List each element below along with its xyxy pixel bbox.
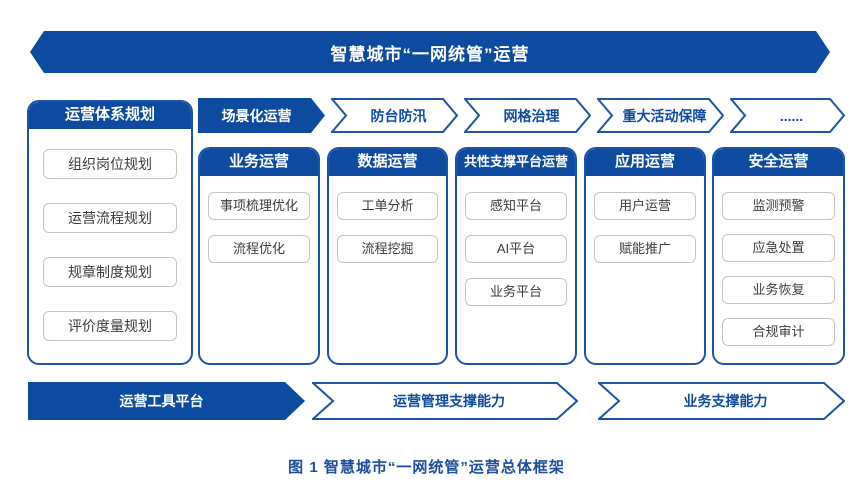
arrow-label: 业务支撑能力 — [683, 393, 768, 409]
common-platform-ops-panel: 共性支撑平台运营 感知平台 AI平台 业务平台 — [455, 147, 577, 365]
chevron-label: 重大活动保障 — [622, 107, 707, 124]
panel-body: 组织岗位规划 运营流程规划 规章制度规划 评价度量规划 — [29, 129, 191, 341]
application-ops-panel: 应用运营 用户运营 赋能推广 — [584, 147, 706, 365]
panel-body: 监测预警 应急处置 业务恢复 合规审计 — [714, 176, 843, 346]
list-item: 用户运营 — [594, 192, 696, 220]
scenario-chevron: 重大活动保障 — [597, 98, 724, 133]
chevron-shape — [597, 98, 724, 133]
panel-body: 事项梳理优化 流程优化 — [200, 176, 318, 263]
data-ops-panel: 数据运营 工单分析 流程挖掘 — [327, 147, 448, 365]
list-item: 组织岗位规划 — [43, 149, 177, 179]
panel-body: 感知平台 AI平台 业务平台 — [457, 176, 575, 306]
arrow-shape — [28, 382, 305, 420]
list-item: 应急处置 — [722, 234, 835, 262]
chevron-shape — [331, 98, 458, 133]
chevron-shape — [464, 98, 591, 133]
title-banner: 智慧城市“一网统管”运营 — [30, 31, 830, 73]
panel-header: 运营体系规划 — [29, 102, 191, 129]
list-item: 规章制度规划 — [43, 257, 177, 287]
list-item: 感知平台 — [465, 192, 567, 220]
panel-body: 工单分析 流程挖掘 — [329, 176, 446, 263]
scenario-lead-chevron: 场景化运营 — [198, 98, 325, 133]
arrow-shape — [598, 382, 845, 420]
panel-header: 业务运营 — [200, 149, 318, 176]
list-item: 运营流程规划 — [43, 203, 177, 233]
banner-title: 智慧城市“一网统管”运营 — [330, 44, 530, 64]
ops-system-planning-panel: 运营体系规划 组织岗位规划 运营流程规划 规章制度规划 评价度量规划 — [27, 100, 193, 365]
list-item: 流程挖掘 — [337, 235, 438, 263]
list-item: 业务平台 — [465, 278, 567, 306]
list-item: 流程优化 — [208, 235, 310, 263]
list-item: 监测预警 — [722, 192, 835, 220]
scenario-chevron: ...... — [730, 98, 845, 133]
chevron-label: 防台防汛 — [370, 107, 427, 124]
business-ops-panel: 业务运营 事项梳理优化 流程优化 — [198, 147, 320, 365]
bottom-arrow: 运营管理支撑能力 — [312, 382, 578, 420]
panel-header: 安全运营 — [714, 149, 843, 176]
chevron-shape — [198, 98, 325, 133]
bottom-arrow: 业务支撑能力 — [598, 382, 845, 420]
list-item: 评价度量规划 — [43, 311, 177, 341]
arrow-label: 运营管理支撑能力 — [393, 393, 505, 409]
list-item: 业务恢复 — [722, 276, 835, 304]
security-ops-panel: 安全运营 监测预警 应急处置 业务恢复 合规审计 — [712, 147, 845, 365]
list-item: 事项梳理优化 — [208, 192, 310, 220]
panel-header: 数据运营 — [329, 149, 446, 176]
scenario-chevron: 防台防汛 — [331, 98, 458, 133]
scenario-chevron: 网格治理 — [464, 98, 591, 133]
list-item: 赋能推广 — [594, 235, 696, 263]
list-item: 合规审计 — [722, 318, 835, 346]
list-item: 工单分析 — [337, 192, 438, 220]
chevron-label: 场景化运营 — [221, 107, 292, 124]
arrow-label: 运营工具平台 — [119, 393, 204, 409]
panel-header: 共性支撑平台运营 — [457, 149, 575, 176]
arrow-shape — [312, 382, 578, 420]
panel-header: 应用运营 — [586, 149, 704, 176]
chevron-label: ...... — [779, 107, 804, 124]
chevron-shape — [730, 98, 845, 133]
chevron-label: 网格治理 — [503, 107, 560, 124]
list-item: AI平台 — [465, 235, 567, 263]
figure-caption: 图 1 智慧城市“一网统管”运营总体框架 — [288, 459, 565, 476]
bottom-lead-arrow: 运营工具平台 — [28, 382, 305, 420]
panel-body: 用户运营 赋能推广 — [586, 176, 704, 263]
